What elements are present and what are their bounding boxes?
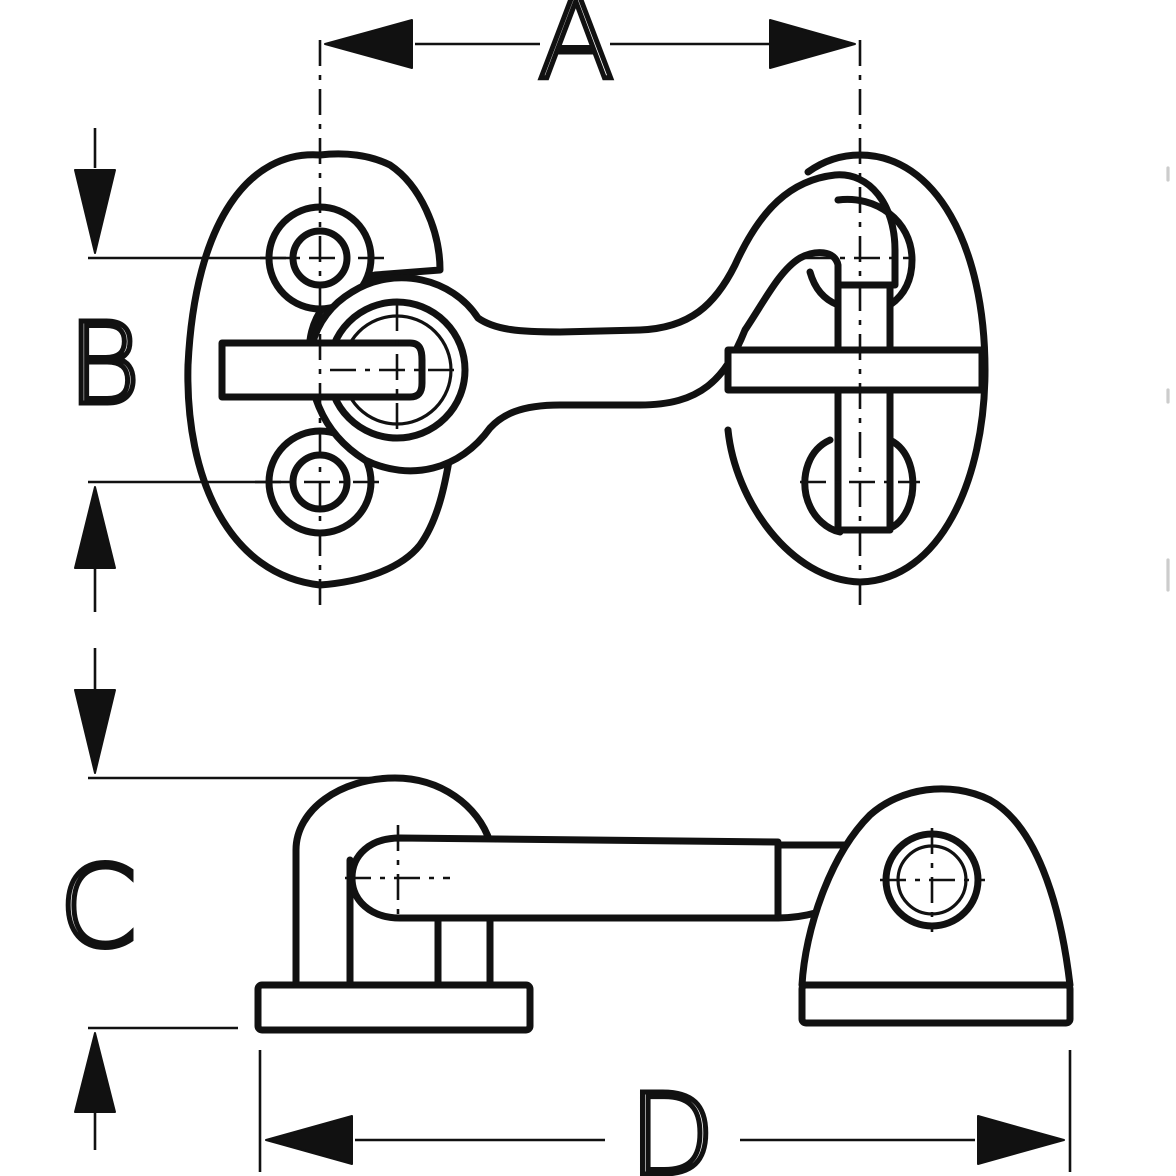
dimension-c: C bbox=[56, 648, 385, 1150]
dimension-a: A bbox=[324, 0, 856, 108]
pivot-pin bbox=[218, 339, 426, 401]
right-mounting-base bbox=[798, 981, 1074, 1027]
left-base-plate bbox=[184, 150, 454, 589]
dimension-b-label: B bbox=[67, 300, 140, 430]
catch-rivet bbox=[880, 828, 985, 932]
dimension-a-left-arrow bbox=[324, 19, 413, 69]
right-plate-band bbox=[724, 346, 986, 394]
staple-post bbox=[834, 281, 894, 534]
right-catch-bracket bbox=[798, 785, 1074, 989]
right-upper-screw-hole bbox=[834, 195, 916, 309]
hook-arm bbox=[348, 834, 782, 922]
dimension-c-top-arrow bbox=[74, 689, 116, 774]
dimension-d-left-arrow bbox=[265, 1115, 353, 1165]
dimension-b-top-arrow bbox=[74, 169, 116, 254]
dimension-a-label: A bbox=[538, 0, 615, 105]
dimension-d-label: D bbox=[629, 1071, 715, 1176]
dimension-c-label: C bbox=[59, 843, 137, 973]
top-view bbox=[184, 40, 989, 612]
dimension-d: D bbox=[258, 1050, 1072, 1176]
right-lower-screw-hole bbox=[801, 436, 917, 536]
right-base-plate bbox=[724, 151, 989, 586]
side-view bbox=[254, 774, 1074, 1034]
left-mounting-base bbox=[254, 981, 534, 1034]
dimension-b-bottom-arrow bbox=[74, 486, 116, 569]
dimension-c-bottom-arrow bbox=[74, 1032, 116, 1113]
dimension-b: B bbox=[65, 128, 290, 612]
dimension-a-right-arrow bbox=[769, 19, 856, 69]
dimension-d-right-arrow bbox=[977, 1115, 1065, 1165]
